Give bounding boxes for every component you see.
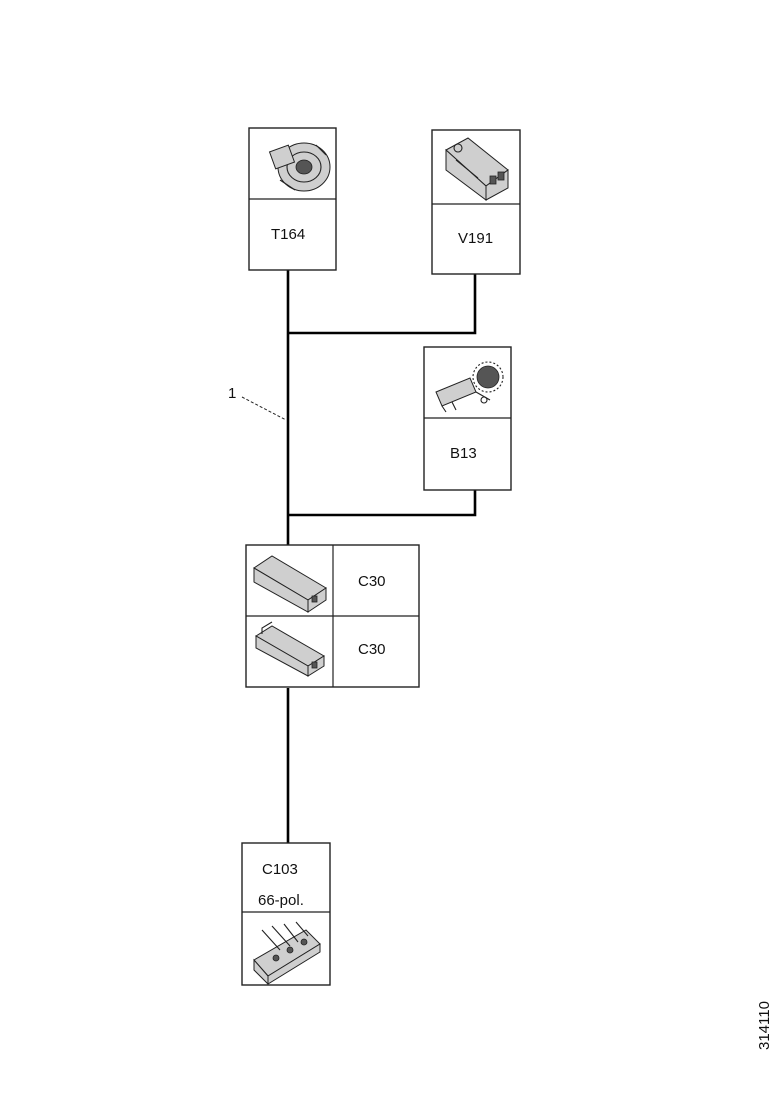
b13-label: B13 — [450, 445, 477, 462]
v191-label: V191 — [458, 230, 493, 247]
multi-pin-connector-icon — [253, 921, 321, 986]
c103-label: C103 — [262, 861, 298, 878]
component-c30-pair[interactable]: C30 C30 — [245, 544, 420, 688]
round-connector-icon — [268, 142, 331, 192]
t164-label: T164 — [271, 226, 305, 243]
wire-v191-branch — [288, 274, 477, 335]
reference-code: 314110 — [756, 1001, 773, 1050]
c30-bottom-label: C30 — [358, 641, 386, 658]
c103-pin-count: 66-pol. — [258, 892, 304, 909]
wire-reference-leader — [241, 396, 287, 421]
c30-top-label: C30 — [358, 573, 386, 590]
flat-connector-icon — [253, 555, 327, 613]
wire-reference: 1 — [228, 385, 287, 421]
component-b13[interactable]: B13 — [423, 346, 512, 491]
component-v191[interactable]: V191 — [431, 129, 521, 275]
component-c103[interactable]: C103 66-pol. — [241, 842, 331, 986]
sensor-icon — [435, 361, 504, 413]
component-t164[interactable]: T164 — [248, 127, 337, 271]
wires — [286, 270, 477, 843]
flat-connector-icon — [255, 621, 325, 677]
wire-b13-branch — [288, 490, 477, 517]
wire-reference-label: 1 — [228, 385, 236, 402]
block-connector-icon — [445, 137, 509, 201]
